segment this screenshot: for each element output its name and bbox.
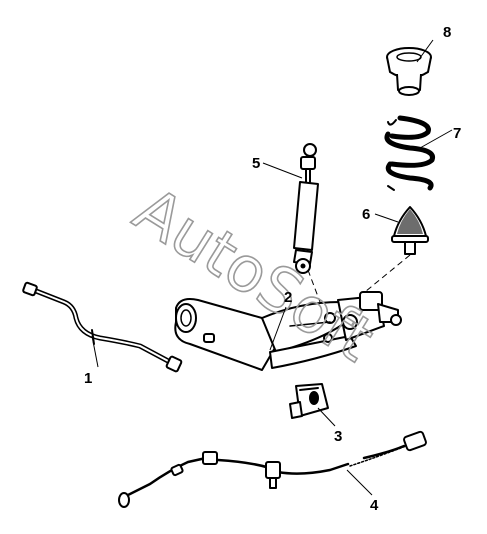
callout-6: 6 bbox=[362, 206, 370, 223]
shock-absorber-icon bbox=[293, 143, 319, 274]
coil-spring-icon bbox=[384, 115, 435, 191]
stabilizer-bar-icon bbox=[22, 281, 183, 373]
trailing-arm-icon bbox=[174, 291, 402, 371]
callout-labels: 1 2 3 4 5 6 7 8 bbox=[84, 24, 461, 514]
callout-2: 2 bbox=[284, 289, 292, 306]
callout-8: 8 bbox=[443, 24, 451, 41]
callout-5: 5 bbox=[252, 155, 260, 172]
bracket-icon bbox=[289, 383, 329, 419]
installation-line bbox=[307, 254, 411, 303]
bump-stop-icon bbox=[391, 206, 429, 255]
callout-3: 3 bbox=[334, 428, 342, 445]
callout-1: 1 bbox=[84, 370, 92, 387]
spring-seat-icon bbox=[386, 47, 432, 96]
callout-7: 7 bbox=[453, 125, 461, 142]
leader-lines bbox=[91, 39, 453, 496]
callout-4: 4 bbox=[370, 497, 379, 514]
abs-sensor-cable-icon bbox=[118, 430, 427, 508]
